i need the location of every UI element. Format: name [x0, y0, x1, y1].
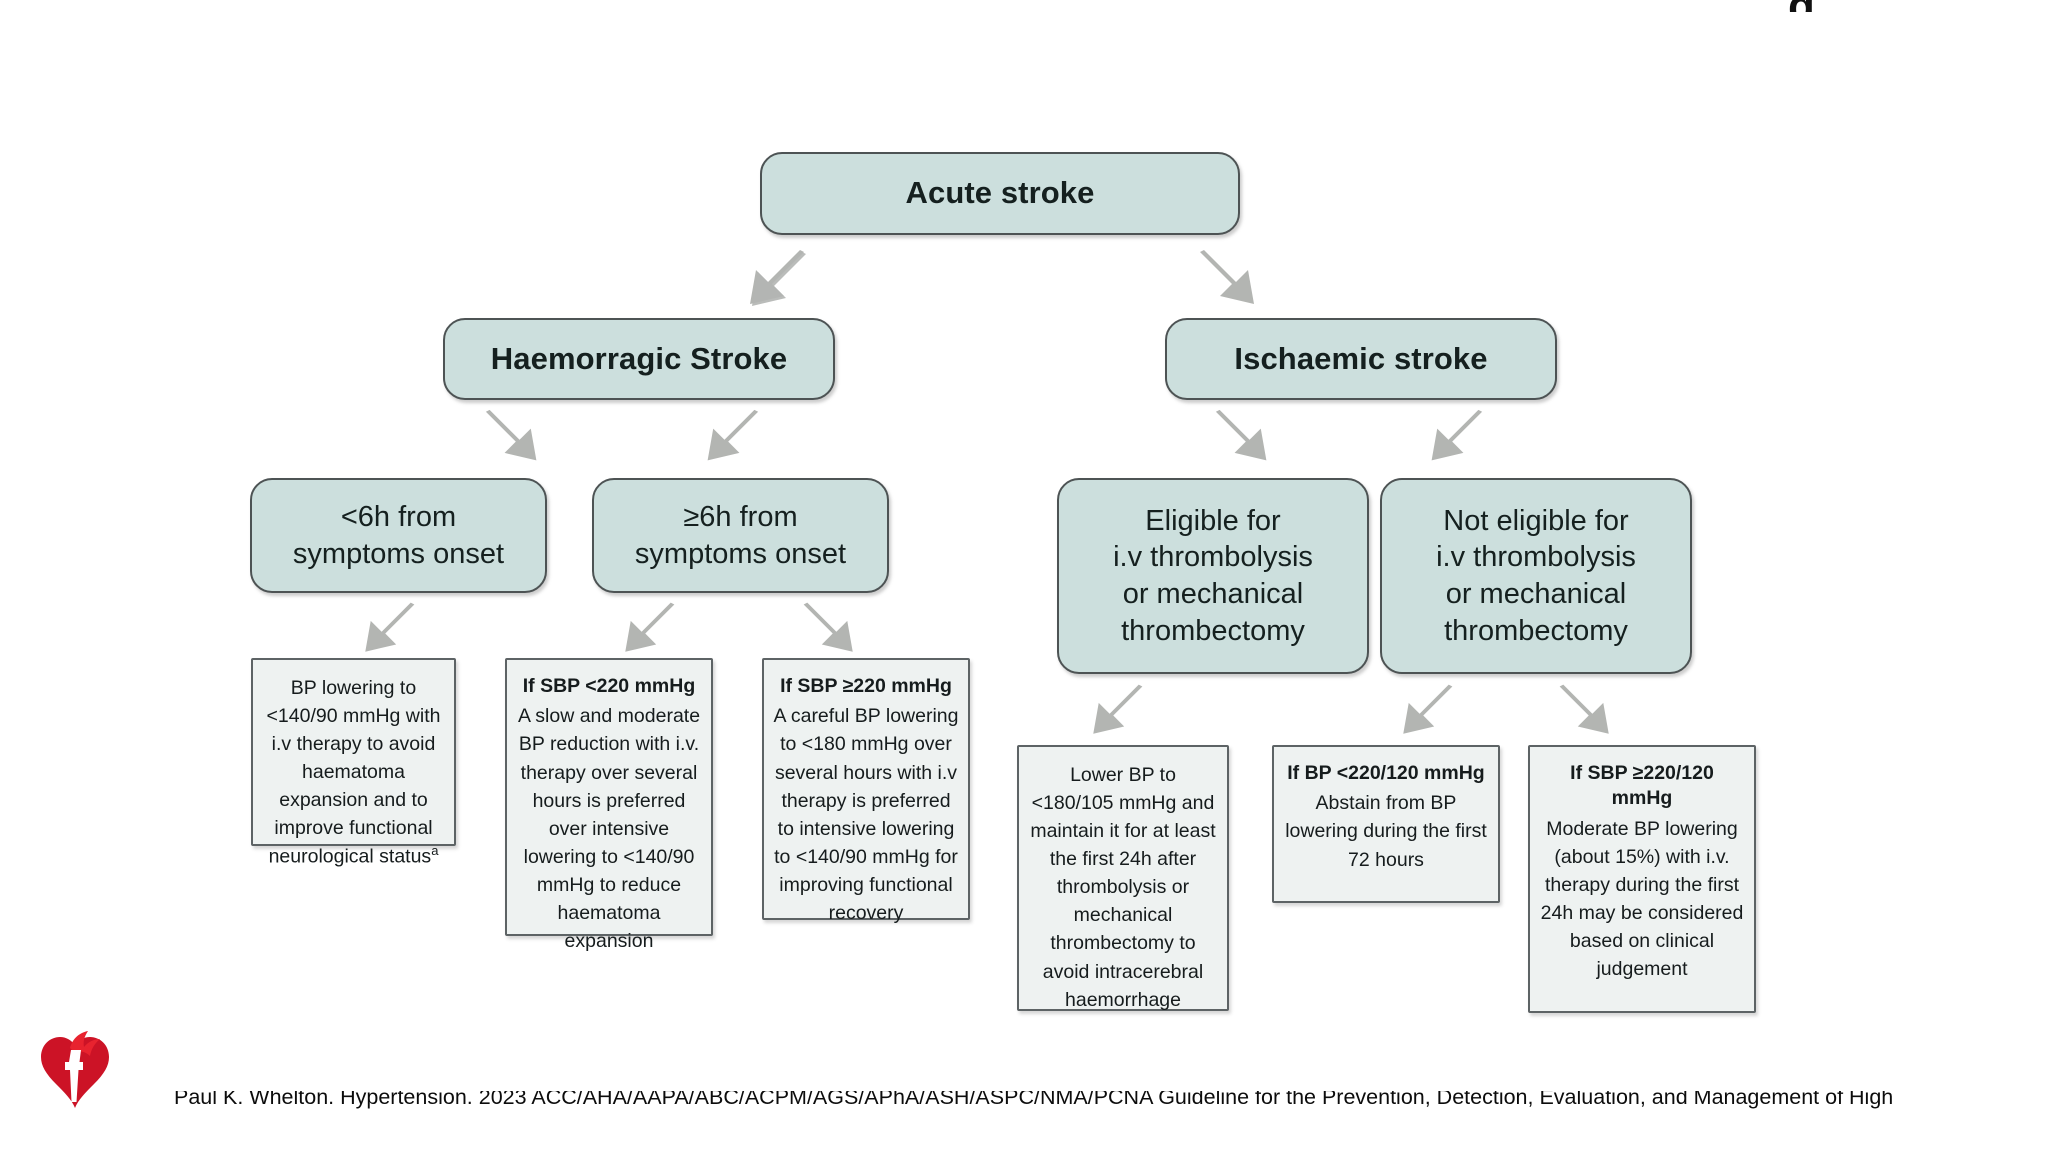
arrow-eligible-to-rec4: [1086, 682, 1146, 740]
node-acute-stroke-label: Acute stroke: [905, 175, 1095, 211]
leaf-rec-bp-under-220-120[interactable]: If BP <220/120 mmHg Abstain from BP lowe…: [1272, 745, 1500, 903]
node-haemorragic-stroke[interactable]: Haemorragic Stroke: [443, 318, 835, 400]
arrow-root-to-haemorragic: [742, 248, 808, 310]
node-under-6h-onset[interactable]: <6h from symptoms onset: [250, 478, 547, 593]
arrow-not-eligible-to-rec6: [1556, 682, 1616, 740]
arrow-haemorragic-to-over6h: [700, 408, 762, 466]
leaf-rec-2-body: A slow and moderate BP reduction with i.…: [517, 705, 701, 952]
leaf-rec-5-heading: If BP <220/120 mmHg: [1287, 762, 1485, 784]
citation-line-1: Paul K. Whelton. Hypertension. 2023 ACC/…: [174, 1091, 1894, 1110]
node-ischaemic-stroke[interactable]: Ischaemic stroke: [1165, 318, 1557, 400]
node-over-6h-onset[interactable]: ≥6h from symptoms onset: [592, 478, 889, 593]
arrow-ischaemic-to-eligible: [1212, 408, 1274, 466]
citation-block: Paul K. Whelton. Hypertension. 2023 ACC/…: [174, 1032, 2048, 1152]
leaf-rec-lower-bp-180-105[interactable]: Lower BP to <180/105 mmHg and maintain i…: [1017, 745, 1229, 1011]
leaf-rec-5-body: Abstain from BP lowering during the firs…: [1285, 792, 1487, 871]
node-over-6h-onset-label: ≥6h from symptoms onset: [634, 500, 847, 570]
arrow-not-eligible-to-rec5: [1396, 682, 1456, 740]
leaf-rec-sbp-under-220[interactable]: If SBP <220 mmHg A slow and moderate BP …: [505, 658, 713, 952]
node-not-eligible-thrombolysis-label: Not eligible for i.v thrombolysis or mec…: [1436, 504, 1636, 647]
arrow-over6h-to-rec3: [800, 600, 860, 658]
leaf-rec-6-heading: If SBP ≥220/120 mmHg: [1570, 762, 1714, 810]
american-heart-association-logo: [41, 1031, 109, 1108]
clipped-text-artifact: g: [1788, 0, 1815, 12]
node-eligible-thrombolysis-label: Eligible for i.v thrombolysis or mechani…: [1113, 504, 1313, 647]
leaf-rec-4-body: Lower BP to <180/105 mmHg and maintain i…: [1030, 764, 1216, 1011]
arrow-under6h-to-rec1: [358, 600, 418, 658]
leaf-rec-3-body: A careful BP lowering to <180 mmHg over …: [773, 705, 959, 924]
leaf-rec-6-body: Moderate BP lowering (about 15%) with i.…: [1540, 817, 1744, 981]
node-acute-stroke[interactable]: Acute stroke: [760, 152, 1240, 235]
arrow-root-to-ischaemic: [1196, 248, 1262, 310]
node-under-6h-onset-label: <6h from symptoms onset: [292, 500, 505, 570]
leaf-rec-sbp-over-220-120[interactable]: If SBP ≥220/120 mmHg Moderate BP lowerin…: [1528, 745, 1756, 1013]
arrow-over6h-to-rec2: [618, 600, 678, 658]
leaf-rec-1-body: BP lowering to <140/90 mmHg with i.v the…: [266, 677, 441, 868]
node-haemorragic-stroke-label: Haemorragic Stroke: [490, 340, 788, 376]
arrow-ischaemic-to-not-eligible: [1424, 408, 1486, 466]
leaf-rec-2-heading: If SBP <220 mmHg: [522, 675, 696, 697]
node-ischaemic-stroke-label: Ischaemic stroke: [1234, 340, 1488, 376]
leaf-rec-sbp-over-220[interactable]: If SBP ≥220 mmHg A careful BP lowering t…: [762, 658, 970, 924]
arrow-haemorragic-to-under6h: [482, 408, 544, 466]
leaf-rec-3-heading: If SBP ≥220 mmHg: [780, 675, 952, 697]
node-not-eligible-thrombolysis[interactable]: Not eligible for i.v thrombolysis or mec…: [1380, 478, 1692, 674]
leaf-rec-bp-lowering-140-90[interactable]: BP lowering to <140/90 mmHg with i.v the…: [251, 658, 456, 868]
node-eligible-thrombolysis[interactable]: Eligible for i.v thrombolysis or mechani…: [1057, 478, 1369, 674]
